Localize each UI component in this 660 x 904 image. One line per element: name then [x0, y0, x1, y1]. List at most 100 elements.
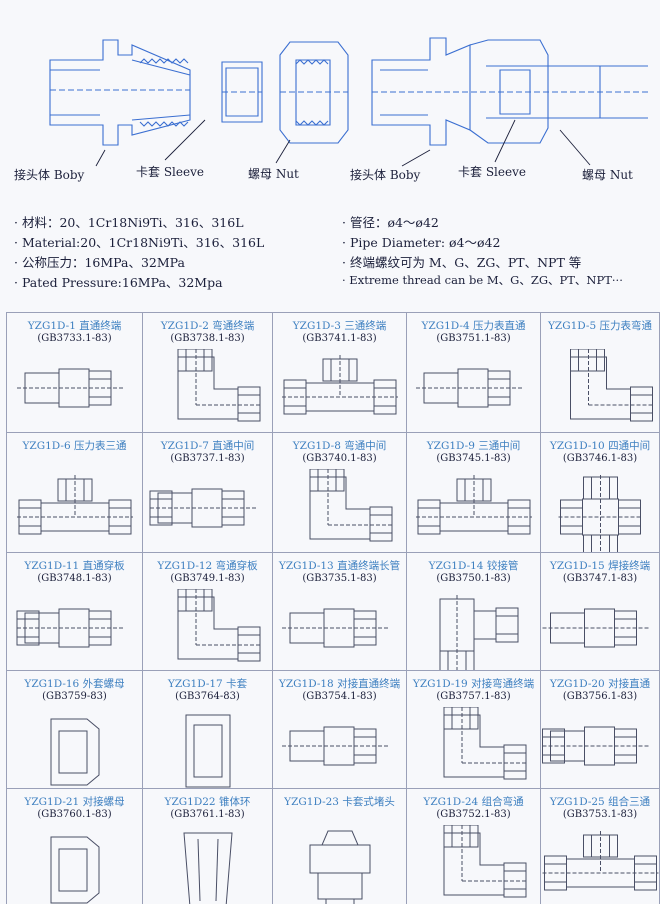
product-cell: YZG1D-8 弯通中间(GB3740.1-83) — [273, 433, 407, 553]
product-name: YZG1D22 锥体环 — [164, 796, 251, 808]
product-standard: (GB3745.1-83) — [436, 453, 511, 464]
nut-icon — [50, 718, 100, 786]
product-name: YZG1D-2 弯通终端 — [160, 320, 255, 332]
spec-diameter-cn: · 管径：ø4～ø42 — [342, 215, 439, 230]
product-standard: (GB3733.1-83) — [37, 333, 112, 344]
cross-union-icon — [558, 475, 643, 552]
product-cell: YZG1D-3 三通终端(GB3741.1-83) — [273, 313, 407, 433]
elbow-end-icon — [177, 349, 261, 422]
gauge-elbow-icon — [570, 349, 653, 422]
product-cell: YZG1D-12 弯通穿板(GB3749.1-83) — [143, 553, 273, 671]
product-name: YZG1D-15 焊接终端 — [549, 560, 651, 572]
weld-end-icon — [542, 608, 649, 648]
label-sleeve-left: 卡套 Sleeve — [136, 165, 204, 179]
product-standard: (GB3756.1-83) — [562, 691, 638, 702]
product-name: YZG1D-21 对接螺母 — [24, 796, 125, 808]
product-cell: YZG1D-17 卡套(GB3764-83) — [143, 671, 273, 789]
product-cell: YZG1D-19 对接弯通终端(GB3757.1-83) — [407, 671, 541, 789]
product-standard: (GB3737.1-83) — [170, 453, 245, 464]
gauge-tee-icon — [17, 475, 133, 535]
product-cell: YZG1D-23 卡套式堵头 — [273, 789, 407, 904]
product-name: YZG1D-19 对接弯通终端 — [412, 678, 535, 690]
label-nut-right: 螺母 Nut — [582, 168, 633, 182]
butt-straight-icon — [282, 726, 388, 766]
specifications: · 材料：20、1Cr18Ni9Ti、316、316L · Material:2… — [0, 212, 660, 292]
product-name: YZG1D-1 直通终端 — [27, 320, 122, 332]
bulkhead-straight-icon — [16, 608, 123, 648]
product-name: YZG1D-24 组合弯通 — [423, 796, 524, 808]
product-name: YZG1D-3 三通终端 — [292, 320, 387, 332]
product-cell: YZG1D-20 对接直通(GB3756.1-83) — [541, 671, 660, 789]
product-name: YZG1D-6 压力表三通 — [22, 440, 127, 452]
product-standard: (GB3749.1-83) — [170, 573, 245, 584]
product-cell: YZG1D-15 焊接终端(GB3747.1-83) — [541, 553, 660, 671]
product-name: YZG1D-7 直通中间 — [160, 440, 255, 452]
product-cell: YZG1D-25 组合三通(GB3753.1-83) — [541, 789, 660, 904]
left-sleeve-drawing — [221, 61, 263, 123]
spec-pressure-en: · Pated Pressure:16MPa、32Mpa — [14, 275, 223, 290]
right-assembly-drawing — [371, 37, 648, 146]
bulkhead-elbow-icon — [177, 589, 261, 662]
product-cell: YZG1D-9 三通中间(GB3745.1-83) — [407, 433, 541, 553]
spec-diameter-en: · Pipe Diameter: ø4～ø42 — [342, 235, 501, 250]
product-standard: (GB3747.1-83) — [562, 573, 638, 584]
spec-material-cn: · 材料：20、1Cr18Ni9Ti、316、316L — [14, 215, 244, 230]
butt-elbow-icon — [443, 707, 527, 780]
product-cell: YZG1D-14 铰接管(GB3750.1-83) — [407, 553, 541, 671]
product-name: YZG1D-8 弯通中间 — [292, 440, 387, 452]
product-standard: (GB3752.1-83) — [436, 809, 511, 820]
hero-exploded-views: 接头体 Boby 卡套 Sleeve 螺母 Nut 接头体 Boby 卡套 Sl… — [0, 0, 660, 205]
left-body-drawing — [49, 39, 191, 146]
product-cell: YZG1D-21 对接螺母(GB3760.1-83) — [7, 789, 143, 904]
product-name: YZG1D-9 三通中间 — [426, 440, 521, 452]
product-name: YZG1D-17 卡套 — [167, 678, 248, 690]
product-cell: YZG1D-18 对接直通终端(GB3754.1-83) — [273, 671, 407, 789]
sleeve-icon — [185, 714, 231, 788]
product-standard: (GB3750.1-83) — [436, 573, 511, 584]
straight-union-icon — [149, 488, 256, 528]
product-cell: YZG1D-5 压力表弯通 — [541, 313, 660, 433]
product-standard: (GB3753.1-83) — [562, 809, 638, 820]
tee-union-icon — [416, 475, 532, 535]
product-name: YZG1D-4 压力表直通 — [421, 320, 526, 332]
gauge-straight-icon — [416, 368, 522, 408]
product-name: YZG1D-23 卡套式堵头 — [284, 796, 395, 808]
product-name: YZG1D-25 组合三通 — [549, 796, 651, 808]
product-name: YZG1D-10 四通中间 — [549, 440, 651, 452]
product-name: YZG1D-18 对接直通终端 — [278, 678, 401, 690]
straight-end-icon — [17, 368, 123, 408]
product-name: YZG1D-5 压力表弯通 — [548, 320, 652, 332]
butt-nut-icon — [50, 836, 100, 904]
product-standard: (GB3761.1-83) — [170, 809, 245, 820]
product-cell: YZG1D-7 直通中间(GB3737.1-83) — [143, 433, 273, 553]
product-standard: (GB3759-83) — [42, 691, 107, 702]
product-cell: YZG1D-1 直通终端(GB3733.1-83) — [7, 313, 143, 433]
product-standard: (GB3754.1-83) — [302, 691, 377, 702]
product-standard: (GB3735.1-83) — [302, 573, 377, 584]
product-cell: YZG1D-10 四通中间(GB3746.1-83) — [541, 433, 660, 553]
product-standard: (GB3738.1-83) — [170, 333, 245, 344]
left-nut-drawing — [279, 41, 349, 144]
product-standard: (GB3757.1-83) — [436, 691, 511, 702]
product-grid: YZG1D-1 直通终端(GB3733.1-83)YZG1D-2 弯通终端(GB… — [6, 312, 660, 904]
product-cell: YZG1D-6 压力表三通 — [7, 433, 143, 553]
long-tube-icon — [282, 608, 388, 648]
product-standard: (GB3760.1-83) — [37, 809, 112, 820]
leader-lines — [95, 119, 591, 167]
product-cell: YZG1D-11 直通穿板(GB3748.1-83) — [7, 553, 143, 671]
tee-end-icon — [282, 355, 398, 415]
spec-thread-cn: · 终端螺纹可为 M、G、ZG、PT、NPT 等 — [342, 255, 582, 270]
hero-drawing — [49, 37, 648, 167]
plug-icon — [309, 830, 371, 904]
product-name: YZG1D-16 外套螺母 — [24, 678, 125, 690]
cone-ring-icon — [183, 832, 233, 904]
product-standard: (GB3746.1-83) — [562, 453, 638, 464]
product-cell: YZG1D-13 直通终端长管(GB3735.1-83) — [273, 553, 407, 671]
product-standard: (GB3764-83) — [175, 691, 240, 702]
product-cell: YZG1D-24 组合弯通(GB3752.1-83) — [407, 789, 541, 904]
spec-pressure-cn: · 公称压力：16MPa、32MPa — [14, 255, 185, 270]
product-name: YZG1D-20 对接直通 — [549, 678, 651, 690]
product-cell: YZG1D-4 压力表直通(GB3751.1-83) — [407, 313, 541, 433]
product-standard: (GB3748.1-83) — [37, 573, 112, 584]
elbow-union-icon — [309, 469, 393, 542]
